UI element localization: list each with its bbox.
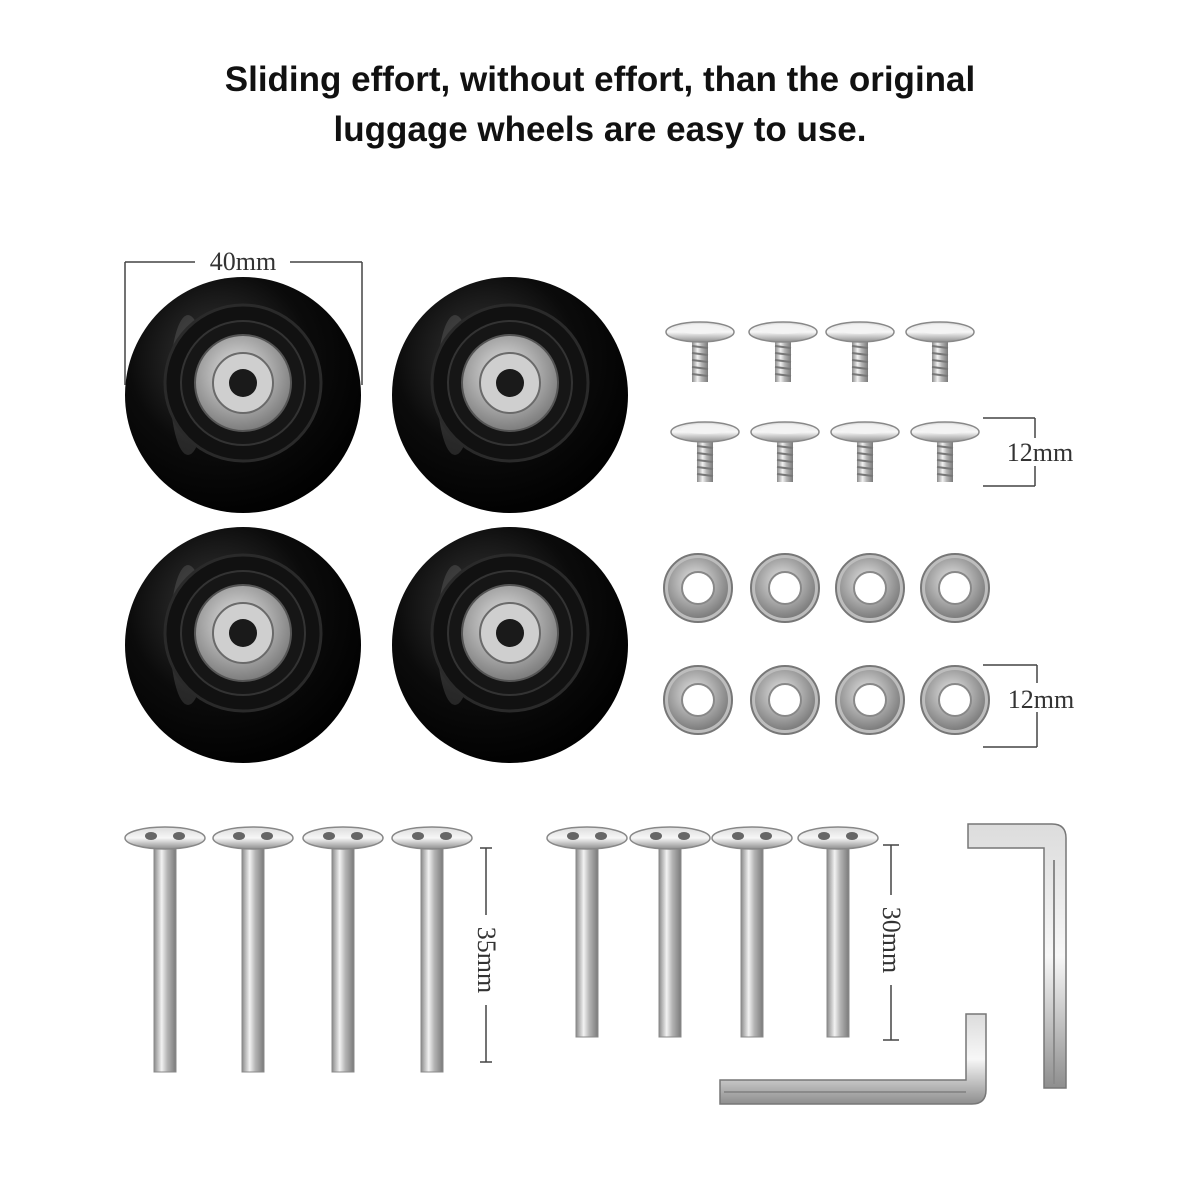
long-axle-length-label: 35mm: [472, 927, 501, 993]
wheel: [390, 275, 630, 515]
screw: [825, 321, 895, 383]
short-axles: [546, 826, 879, 1038]
screw: [910, 421, 980, 483]
washer: [835, 553, 905, 623]
screw: [830, 421, 900, 483]
short-axle: [797, 826, 879, 1038]
screw-length-label: 12mm: [1007, 438, 1073, 467]
washer: [920, 553, 990, 623]
long-axle: [391, 826, 473, 1073]
short-axle: [711, 826, 793, 1038]
long-axle: [212, 826, 294, 1073]
washer: [835, 665, 905, 735]
wheel: [123, 275, 363, 515]
screw: [905, 321, 975, 383]
washer-diameter-dimension: [983, 664, 1038, 748]
long-axle: [124, 826, 206, 1073]
washer: [663, 665, 733, 735]
wheel-diameter-dimension: [124, 261, 363, 385]
hex-key-large: [967, 823, 1067, 1089]
short-axle-dimension: [883, 844, 899, 1041]
long-axle: [302, 826, 384, 1073]
hex-key-small: [719, 1013, 987, 1105]
washer-diameter-label: 12mm: [1008, 685, 1074, 714]
washers: [663, 553, 990, 735]
headline-line-1: Sliding effort, without effort, than the…: [224, 60, 976, 99]
screw-length-dimension: [983, 417, 1036, 487]
short-axle: [629, 826, 711, 1038]
screws: [665, 321, 980, 483]
wheel-diameter-label: 40mm: [210, 247, 276, 276]
wheel: [123, 525, 363, 765]
washer: [750, 665, 820, 735]
short-axle: [546, 826, 628, 1038]
short-axle-length-label: 30mm: [877, 907, 906, 973]
screw: [665, 321, 735, 383]
washer: [920, 665, 990, 735]
screw: [670, 421, 740, 483]
screw: [750, 421, 820, 483]
washer: [750, 553, 820, 623]
long-axle-dimension: [480, 847, 492, 1063]
headline: Sliding effort, without effort, than the…: [0, 55, 1200, 155]
headline-line-2: luggage wheels are easy to use.: [333, 110, 867, 149]
washer: [663, 553, 733, 623]
long-axles: [124, 826, 473, 1073]
screw: [748, 321, 818, 383]
wheel: [390, 525, 630, 765]
